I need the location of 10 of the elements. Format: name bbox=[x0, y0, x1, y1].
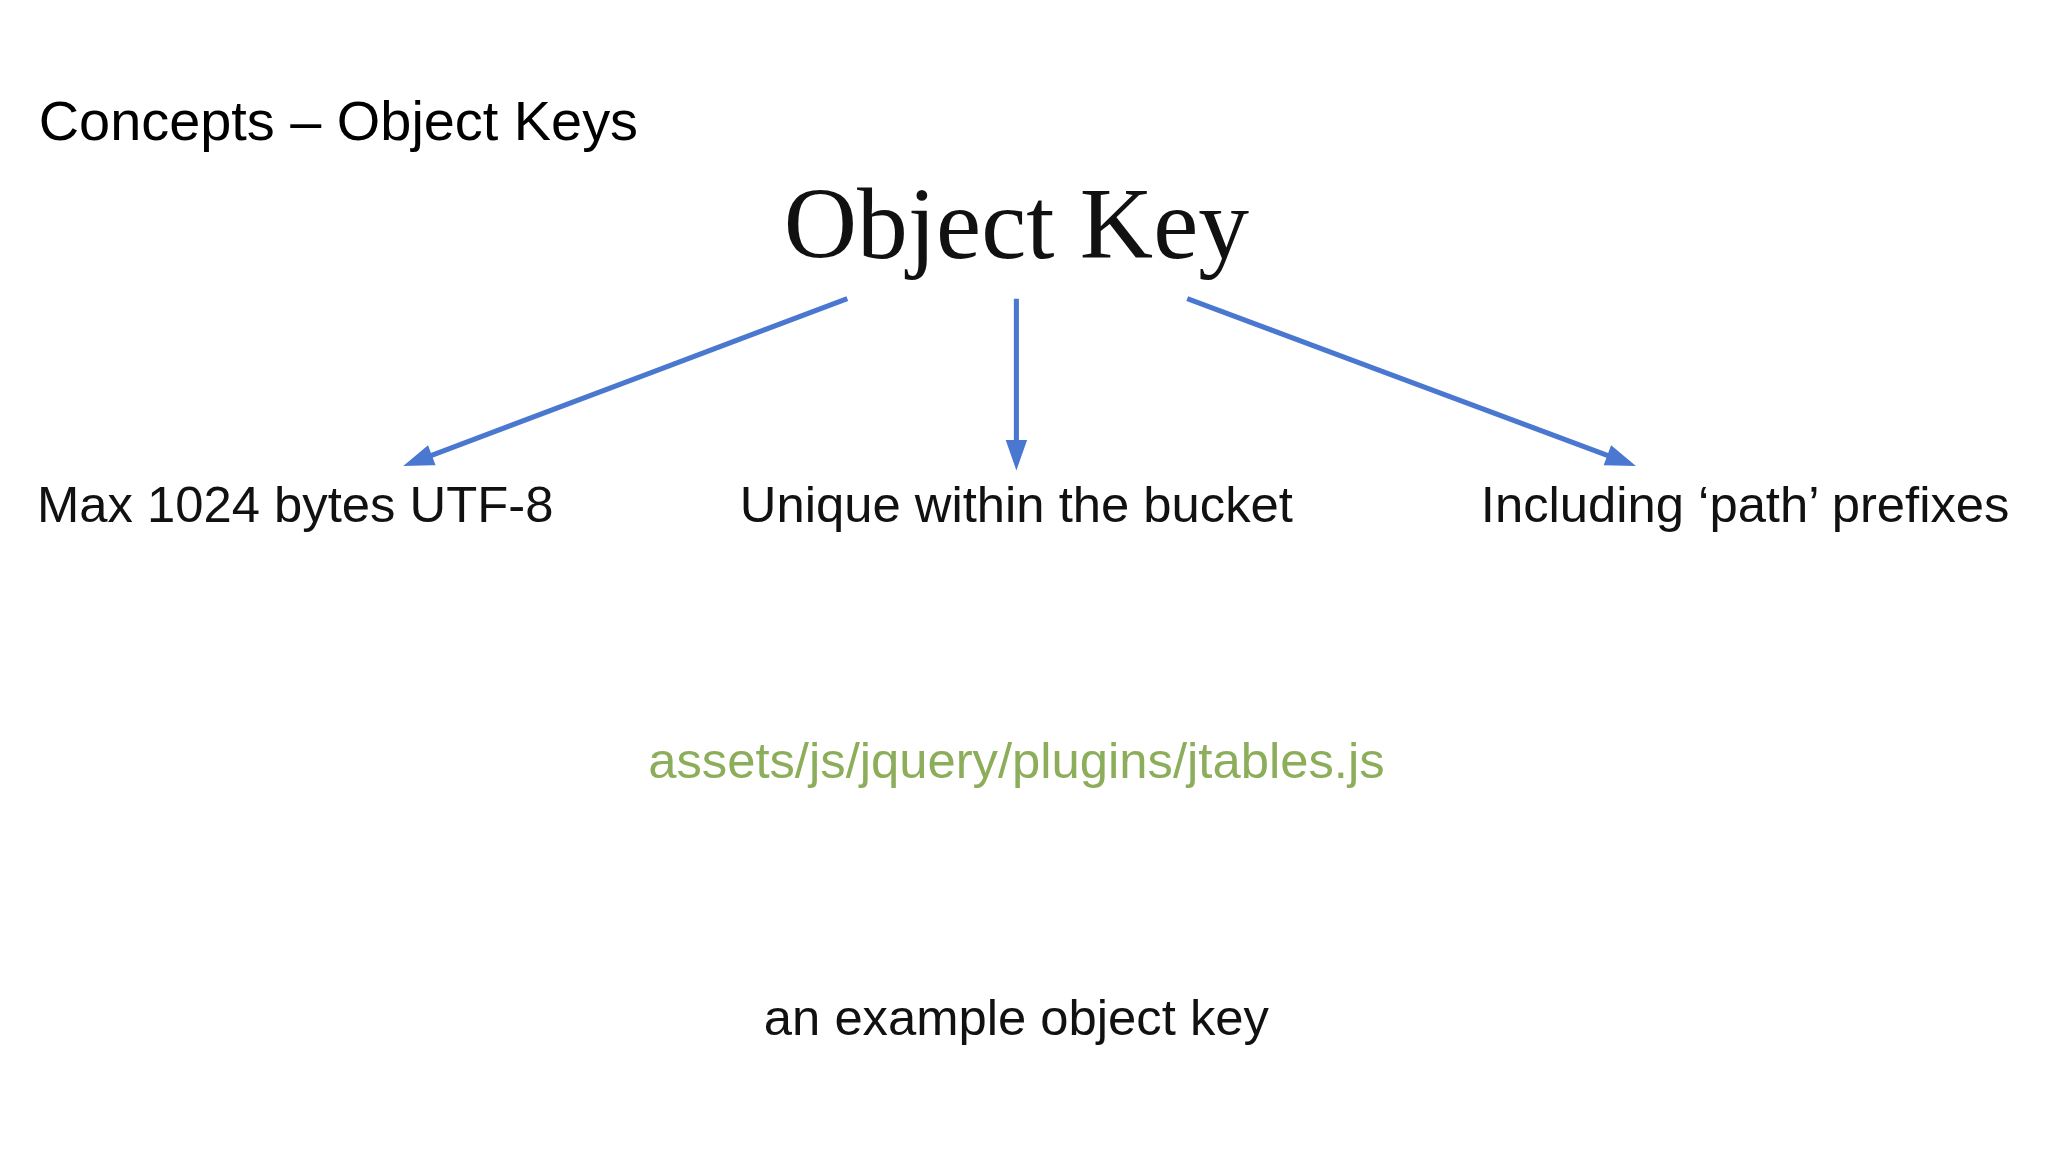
arrow bbox=[403, 295, 849, 466]
diagram-title: Concepts – Object Keys bbox=[38, 88, 639, 152]
node-text: Object Key bbox=[783, 166, 1250, 280]
label: an example object key bbox=[763, 988, 1269, 1046]
label: assets/js/jquery/plugins/jtables.js bbox=[648, 731, 1385, 789]
arrow bbox=[1005, 298, 1028, 471]
node-text: Max 1024 bytes UTF-8 bbox=[37, 475, 554, 533]
node-text: Unique within the bucket bbox=[739, 475, 1293, 533]
node-text: Including ‘path’ prefixes bbox=[1480, 475, 2010, 533]
arrow bbox=[1186, 295, 1636, 466]
